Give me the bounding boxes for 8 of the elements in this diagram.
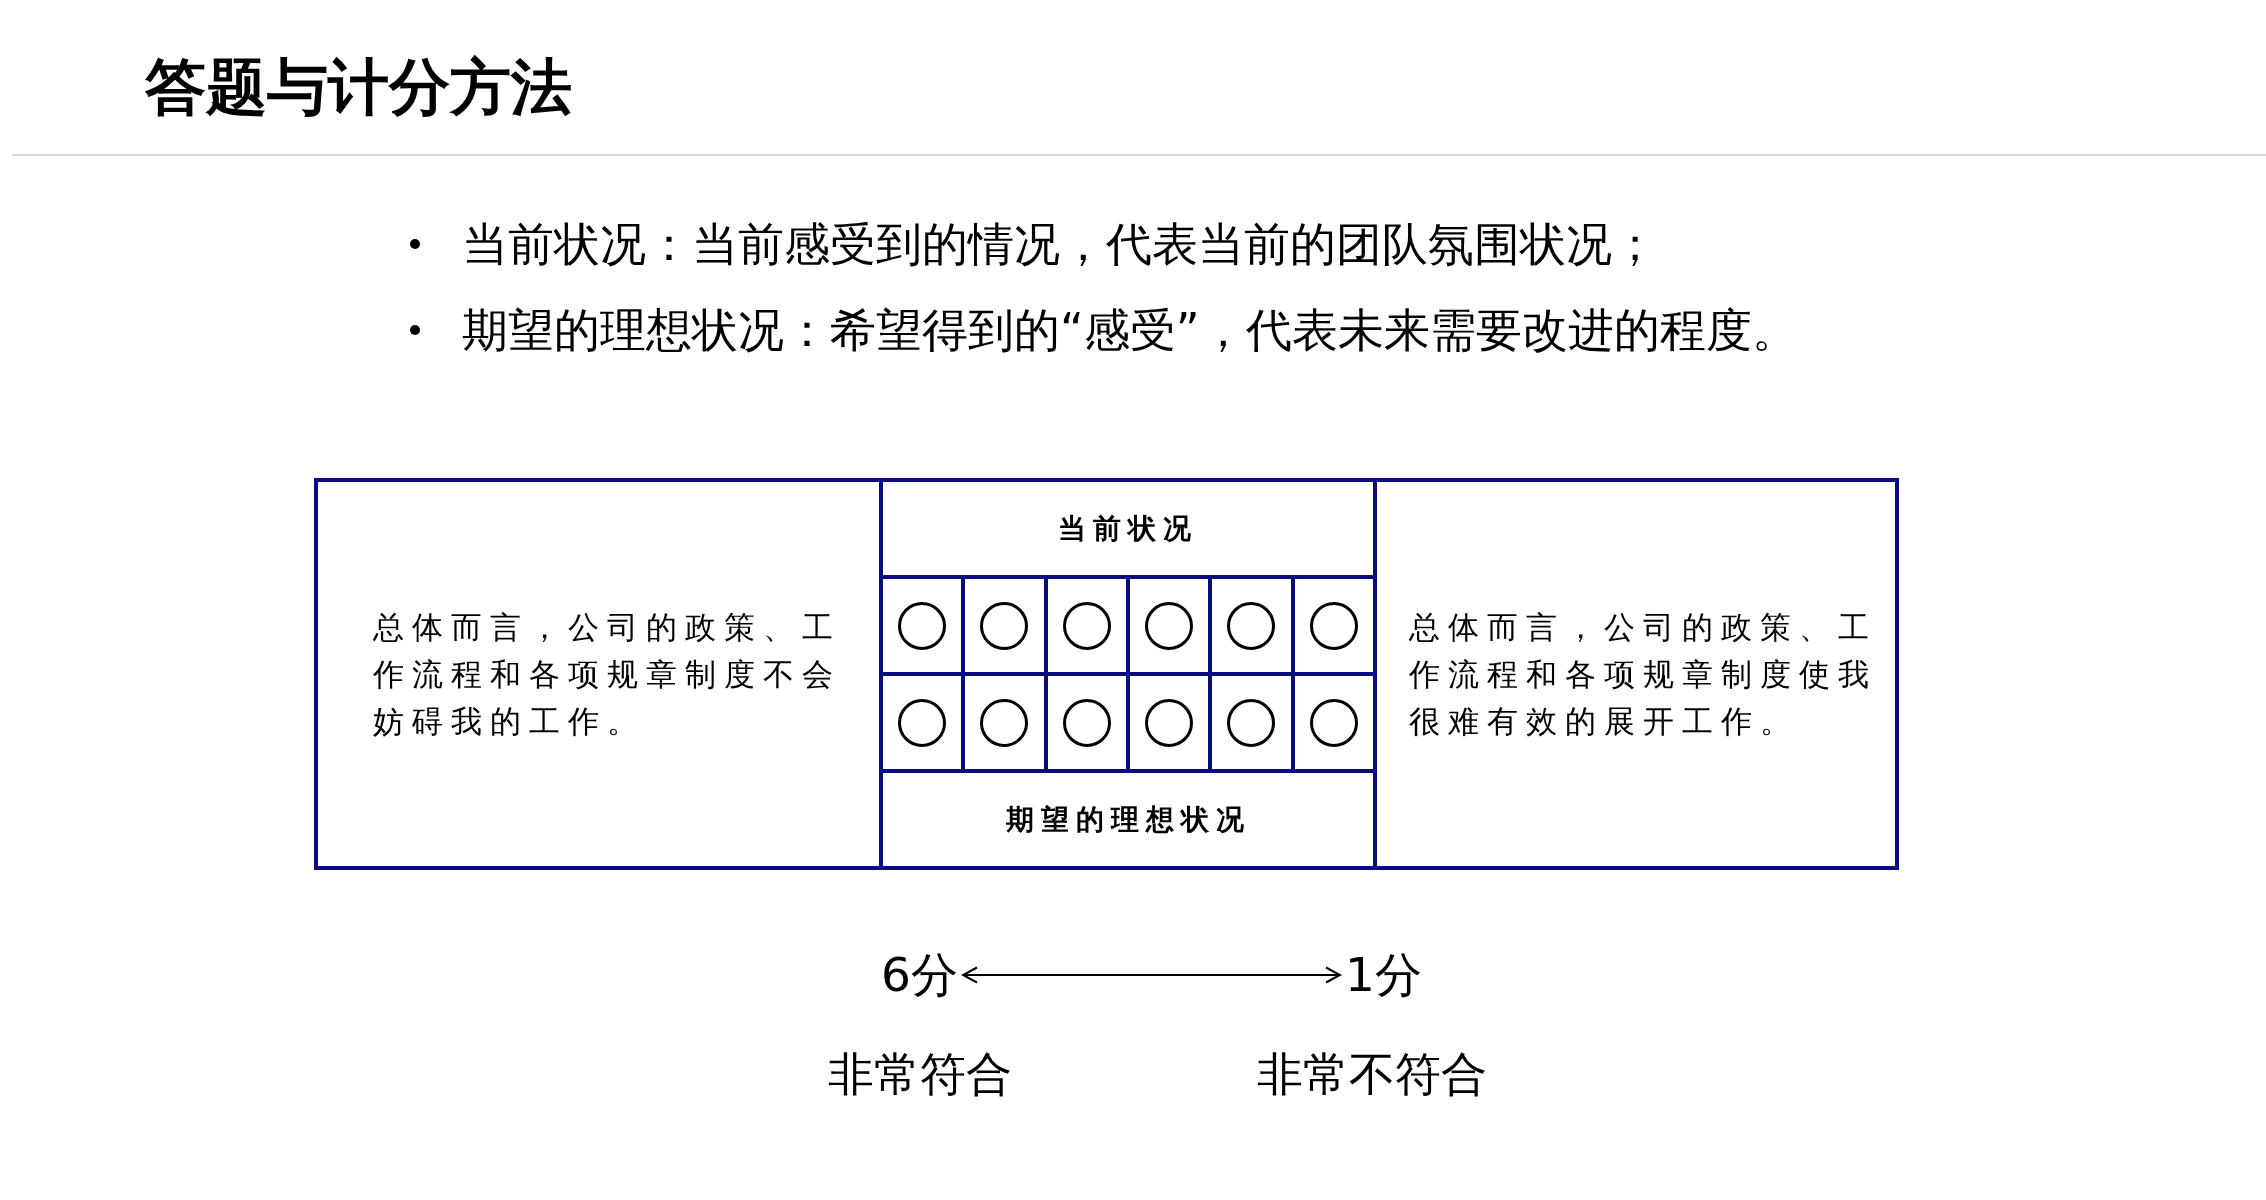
score-label: 6分 [876,947,963,1003]
bullet-text: 当前状况：当前感受到的情况，代表当前的团队氛围状况； [462,216,1658,272]
scale-caption: 非常符合 [828,1046,1012,1102]
score-label: 1分 [1340,947,1427,1003]
scale-caption: 非常不符合 [1257,1046,1487,1102]
double-arrow [962,966,1341,984]
page-title: 答题与计分方法 [145,51,572,123]
bullet-text: 期望的理想状况：希望得到的“感受”，代表未来需要改进的程度。 [462,302,1798,358]
